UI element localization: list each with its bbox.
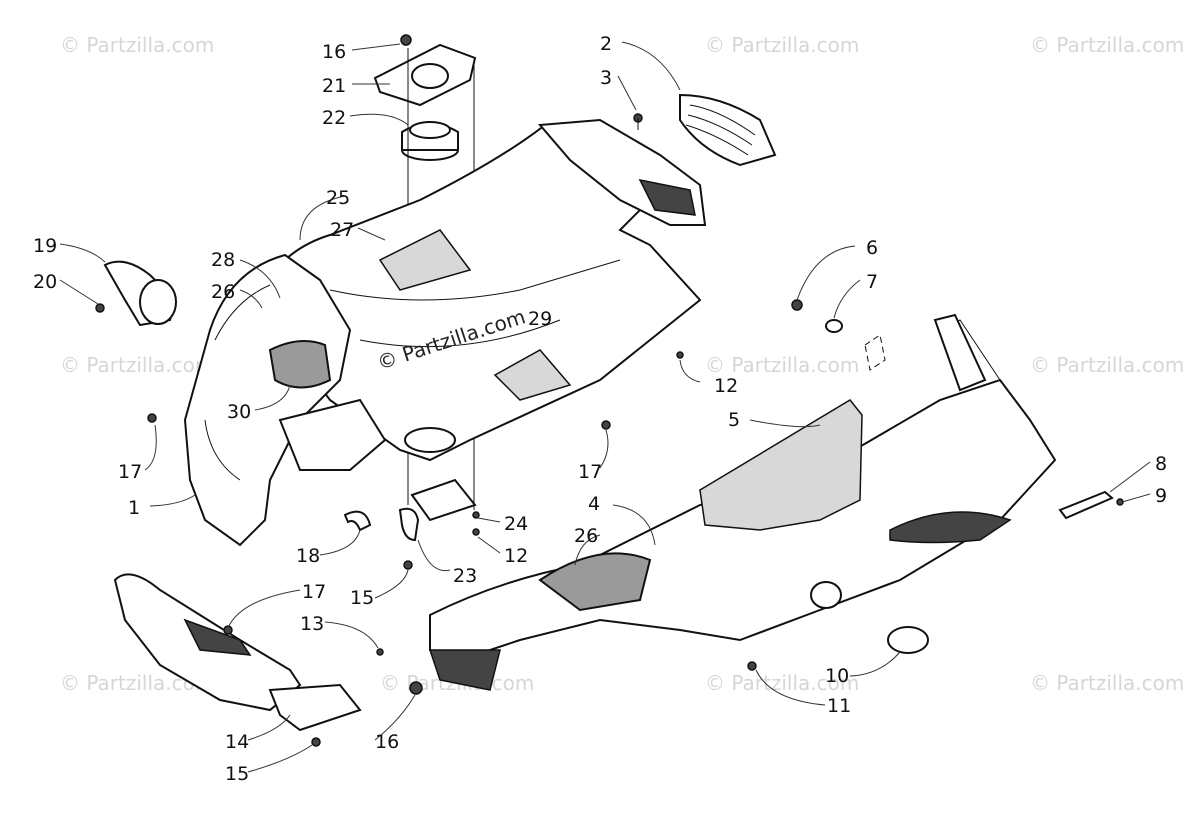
callout-11: 11 (827, 695, 851, 717)
watermark: © Partzilla.com (705, 33, 859, 57)
callout-25: 25 (326, 187, 350, 209)
watermark: © Partzilla.com (1030, 33, 1184, 57)
callout-23: 23 (453, 565, 477, 587)
callout-20: 20 (33, 271, 57, 293)
callout-12: 12 (714, 375, 738, 397)
callout-24: 24 (504, 513, 528, 535)
part-bumper (113, 573, 362, 732)
part-left-side-panel (183, 253, 352, 547)
watermark: © Partzilla.com (1030, 353, 1184, 377)
part-vent-grille (679, 93, 777, 167)
callout-26: 26 (574, 525, 598, 547)
callout-22: 22 (322, 107, 346, 129)
callout-16: 16 (322, 41, 346, 63)
callout-15: 15 (225, 763, 249, 785)
watermark: © Partzilla.com (705, 353, 859, 377)
part-washer (825, 319, 886, 371)
part-clip (343, 510, 372, 532)
callout-15: 15 (350, 587, 374, 609)
callout-13: 13 (300, 613, 324, 635)
callout-labels: 16 21 22 2 3 25 27 19 20 28 26 29 6 7 12… (33, 33, 1167, 785)
callout-1: 1 (128, 497, 140, 519)
watermark: © Partzilla.com (60, 353, 214, 377)
part-belly-pan (253, 123, 702, 462)
part-inner-duct (278, 398, 387, 471)
callout-2: 2 (600, 33, 612, 55)
callout-6: 6 (866, 237, 878, 259)
callout-7: 7 (866, 271, 878, 293)
part-plug (810, 581, 929, 654)
part-grommet (401, 121, 459, 161)
callout-3: 3 (600, 67, 612, 89)
part-top-plate (373, 34, 477, 107)
watermark: © Partzilla.com (705, 671, 859, 695)
callout-14: 14 (225, 731, 249, 753)
callout-12: 12 (504, 545, 528, 567)
part-insulation-panel (699, 399, 863, 531)
callout-27: 27 (330, 219, 354, 241)
callout-17: 17 (578, 461, 602, 483)
callout-10: 10 (825, 665, 849, 687)
part-decal (1058, 490, 1114, 520)
part-hardware (95, 113, 1124, 747)
part-bracket (398, 478, 477, 542)
callout-9: 9 (1155, 485, 1167, 507)
watermark: © Partzilla.com (1030, 671, 1184, 695)
callout-5: 5 (728, 409, 740, 431)
callout-30: 30 (227, 401, 251, 423)
callout-26: 26 (211, 281, 235, 303)
watermark: © Partzilla.com (60, 33, 214, 57)
leader-lines (59, 41, 1151, 773)
callout-4: 4 (588, 493, 600, 515)
callout-17: 17 (302, 581, 326, 603)
callout-8: 8 (1155, 453, 1167, 475)
callout-28: 28 (211, 249, 235, 271)
callout-21: 21 (322, 75, 346, 97)
callout-17: 17 (118, 461, 142, 483)
callout-16: 16 (375, 731, 399, 753)
callout-18: 18 (296, 545, 320, 567)
part-intake-cone (103, 260, 177, 327)
part-vent-housing (537, 118, 707, 226)
callout-29: 29 (528, 308, 552, 330)
watermark-layer: © Partzilla.com © Partzilla.com © Partzi… (60, 33, 1184, 695)
callout-19: 19 (33, 235, 57, 257)
